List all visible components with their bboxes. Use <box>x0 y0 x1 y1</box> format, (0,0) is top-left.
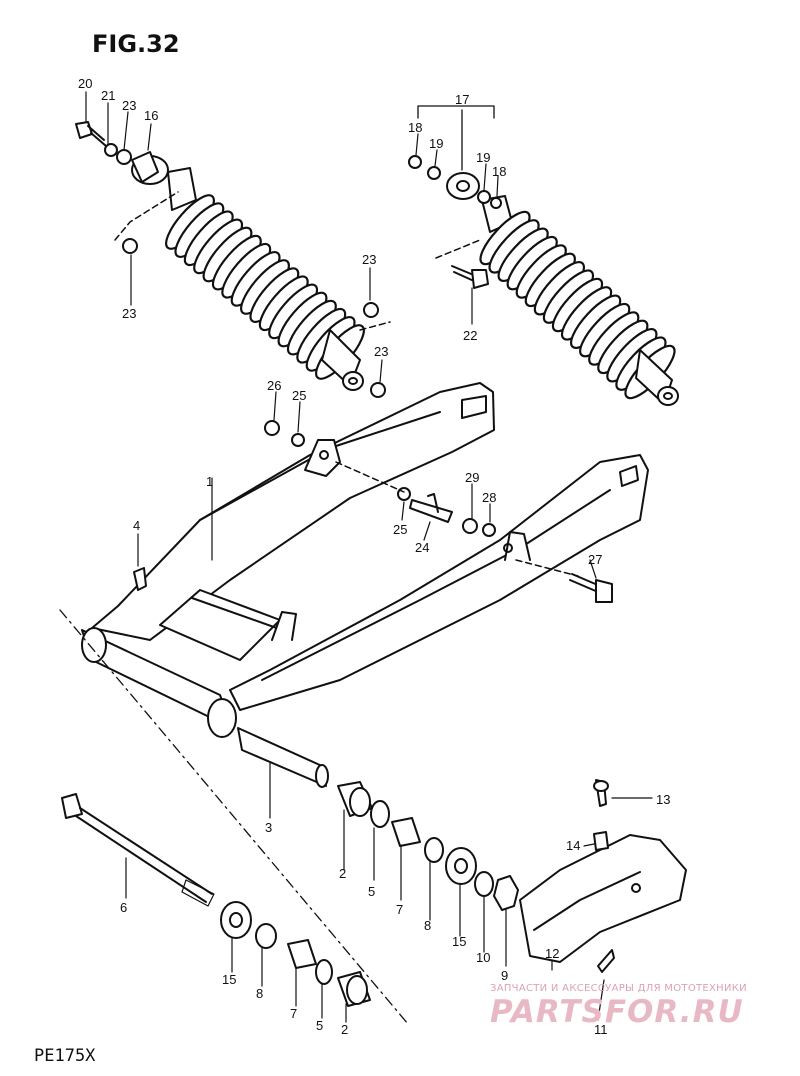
callout-7-lower: 7 <box>290 1006 297 1021</box>
bolt-27 <box>569 573 613 603</box>
collar-14 <box>593 831 609 851</box>
washer-21 <box>104 143 118 157</box>
collar-23 <box>116 149 132 165</box>
callout-14: 14 <box>566 838 580 853</box>
bush-16 <box>131 151 159 183</box>
callout-26: 26 <box>267 378 281 393</box>
callout-28: 28 <box>482 490 496 505</box>
bolt-24 <box>409 493 453 523</box>
bearing-2-upper <box>337 781 373 817</box>
callout-21: 21 <box>101 88 115 103</box>
callout-3: 3 <box>265 820 272 835</box>
callout-8-lower: 8 <box>256 986 263 1001</box>
callout-9: 9 <box>501 968 508 983</box>
callout-10: 10 <box>476 950 490 965</box>
sleeve-7-upper <box>391 817 421 847</box>
watermark-tagline: ЗАПЧАСТИ И АКСЕССУАРЫ ДЛЯ МОТОТЕХНИКИ <box>490 983 747 994</box>
washer-28 <box>482 523 496 537</box>
callout-23-mid: 23 <box>362 252 376 267</box>
callout-27: 27 <box>588 552 602 567</box>
callout-13: 13 <box>656 792 670 807</box>
callout-labels: 20 21 23 16 23 23 23 17 18 19 19 18 22 1… <box>78 76 670 1037</box>
callout-24: 24 <box>415 540 429 555</box>
callout-5-lower: 5 <box>316 1018 323 1033</box>
washer-5-lower <box>315 959 333 985</box>
callout-2-upper: 2 <box>339 866 346 881</box>
callout-22: 22 <box>463 328 477 343</box>
right-shock-spring <box>479 210 676 400</box>
callout-20: 20 <box>78 76 92 91</box>
callout-15-lower: 15 <box>222 972 236 987</box>
callout-17: 17 <box>455 92 469 107</box>
nut-9 <box>493 875 519 911</box>
nut-23-lower <box>370 382 386 398</box>
callout-8-upper: 8 <box>424 918 431 933</box>
pivot-bolt-6 <box>61 793 215 907</box>
washer-25-upper <box>291 433 305 447</box>
callout-18-right: 18 <box>492 164 506 179</box>
callout-5-upper: 5 <box>368 884 375 899</box>
washer-19b <box>477 190 491 204</box>
callout-16: 16 <box>144 108 158 123</box>
model-code: PE175X <box>34 1046 96 1066</box>
nut-23-upper <box>363 302 379 318</box>
nut-18 <box>408 155 422 169</box>
bolt-20 <box>75 121 107 147</box>
right-shock-absorber <box>446 172 679 406</box>
nut-26 <box>264 420 280 436</box>
washer-8-lower <box>255 923 277 949</box>
callout-29: 29 <box>465 470 479 485</box>
callout-23-left: 23 <box>122 306 136 321</box>
seal-15-lower <box>220 901 252 939</box>
nut-29 <box>462 518 478 534</box>
callout-2-lower: 2 <box>341 1022 348 1037</box>
callout-23-low: 23 <box>374 344 388 359</box>
callout-19-left: 19 <box>429 136 443 151</box>
sleeve-7-lower <box>287 939 317 969</box>
callout-25-top: 25 <box>292 388 306 403</box>
callout-23-top: 23 <box>122 98 136 113</box>
swingarm <box>81 382 649 738</box>
seal-15-upper <box>445 847 477 885</box>
nut-18b <box>490 197 502 209</box>
callout-leaders <box>85 91 653 1023</box>
chain-case-12 <box>519 834 687 963</box>
callout-1: 1 <box>206 474 213 489</box>
left-shock-absorber <box>131 155 365 391</box>
washer-5-upper <box>370 800 390 828</box>
collar-23-lower <box>122 238 138 254</box>
callout-12: 12 <box>545 946 559 961</box>
bolt-22 <box>451 265 489 289</box>
callout-7-upper: 7 <box>396 902 403 917</box>
watermark-logo: PARTSFOR.RU <box>490 994 744 1030</box>
washer-19 <box>427 166 441 180</box>
washer-8-upper <box>424 837 444 863</box>
callout-19-right: 19 <box>476 150 490 165</box>
callout-15-upper: 15 <box>452 934 466 949</box>
figure-title: FIG.32 <box>92 30 180 58</box>
callout-18-left: 18 <box>408 120 422 135</box>
bearing-2-lower <box>337 971 371 1007</box>
washer-10 <box>474 871 494 897</box>
callout-11: 11 <box>594 1022 608 1037</box>
grease-nipple-4 <box>133 567 147 591</box>
callout-4: 4 <box>133 518 140 533</box>
pivot-shaft-3 <box>237 727 329 788</box>
callout-25-bottom: 25 <box>393 522 407 537</box>
clip-11 <box>597 949 615 973</box>
callout-6: 6 <box>120 900 127 915</box>
